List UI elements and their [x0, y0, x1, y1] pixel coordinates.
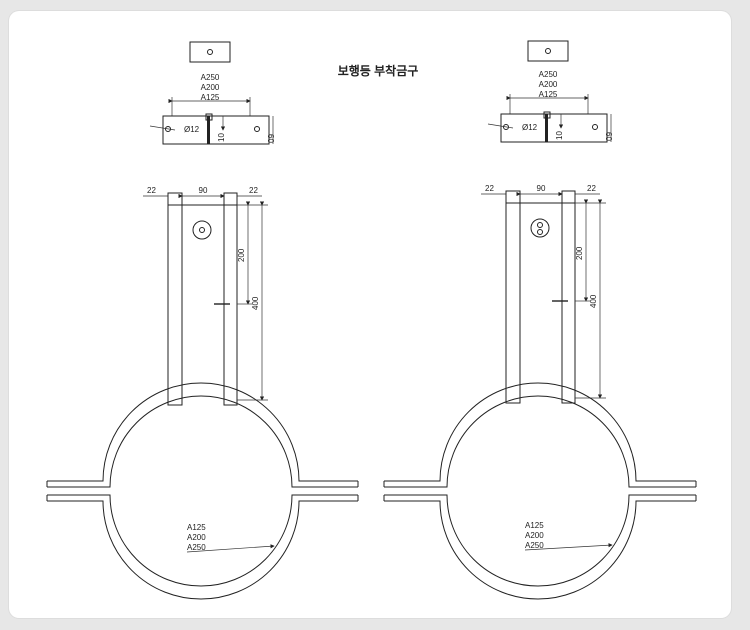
left-ring-label-2: A200: [187, 533, 206, 542]
right-assembly: A250 A200 A125 Ø12 10 60 22 90 22 200: [383, 40, 697, 600]
drawing-panel: [9, 11, 731, 618]
left-top-plate: [189, 41, 231, 63]
right-ring-label-1: A125: [525, 521, 544, 530]
right-bar-plan: [500, 113, 608, 143]
right-fixture-hole-bottom: [537, 229, 543, 235]
right-ring-upper-inner: [384, 395, 696, 488]
right-dim-10: 10: [555, 131, 564, 140]
right-dim-200: 200: [575, 246, 584, 260]
left-ring-leader: [186, 544, 275, 553]
left-bar-slot: [207, 116, 210, 144]
left-hole-label: Ø12: [184, 125, 200, 134]
right-fixture-hole-top: [537, 222, 543, 228]
left-dim-200: 200: [237, 248, 246, 262]
right-dim-90: 90: [537, 184, 546, 193]
left-dim-10: 10: [217, 133, 226, 142]
right-ring-label-2: A200: [525, 531, 544, 540]
right-bar-nut: [543, 111, 551, 119]
right-bar-hole-right: [592, 124, 598, 130]
right-ring-leader: [524, 543, 613, 551]
left-fixture-ring: [192, 220, 212, 240]
left-assembly: A250 A200 A125 Ø12 10 60 22 90 22: [46, 41, 359, 600]
right-bar-slot: [545, 114, 548, 142]
left-bar-hole-right: [254, 126, 260, 132]
left-ring-lower-inner: [47, 494, 358, 587]
left-bar-plan: [162, 115, 270, 145]
right-ring-label-3: A250: [525, 541, 544, 550]
left-ring-label-3: A250: [187, 543, 206, 552]
right-top-plate: [527, 40, 569, 62]
left-hole-leader: [149, 125, 176, 131]
left-top-label-1: A250: [201, 73, 220, 82]
left-ring-upper-inner: [47, 395, 358, 488]
right-dim-400: 400: [589, 294, 598, 308]
left-bar-nut: [205, 113, 213, 121]
right-dim-60: 60: [604, 132, 613, 141]
right-top-label-2: A200: [539, 80, 558, 89]
right-top-label-3: A125: [539, 90, 558, 99]
left-fixture-hole: [199, 227, 205, 233]
left-dim-22b: 22: [249, 186, 258, 195]
left-top-label-3: A125: [201, 93, 220, 102]
right-top-plate-hole: [545, 48, 551, 54]
right-dim-22b: 22: [587, 184, 596, 193]
right-fixture-ring: [530, 218, 550, 238]
left-dim-400: 400: [251, 296, 260, 310]
right-ring-lower-outer: [384, 500, 696, 600]
left-strap-right: [223, 192, 238, 406]
left-top-plate-hole: [207, 49, 213, 55]
left-ring-upper-outer: [47, 382, 358, 482]
right-strap-right: [561, 190, 576, 404]
left-strap-left: [167, 192, 183, 406]
drawing-title: 보행등 부착금구: [338, 63, 419, 78]
right-hole-label: Ø12: [522, 123, 538, 132]
left-dim-90: 90: [199, 186, 208, 195]
left-ring-lower-outer: [47, 500, 358, 600]
right-hole-leader: [487, 123, 514, 129]
right-ring-upper-outer: [384, 382, 696, 482]
left-dim-60: 60: [266, 134, 275, 143]
right-strap-left: [505, 190, 521, 404]
right-ring-lower-inner: [384, 494, 696, 587]
right-dim-22a: 22: [485, 184, 494, 193]
right-top-label-1: A250: [539, 70, 558, 79]
left-ring-label-1: A125: [187, 523, 206, 532]
left-dim-22a: 22: [147, 186, 156, 195]
left-top-label-2: A200: [201, 83, 220, 92]
